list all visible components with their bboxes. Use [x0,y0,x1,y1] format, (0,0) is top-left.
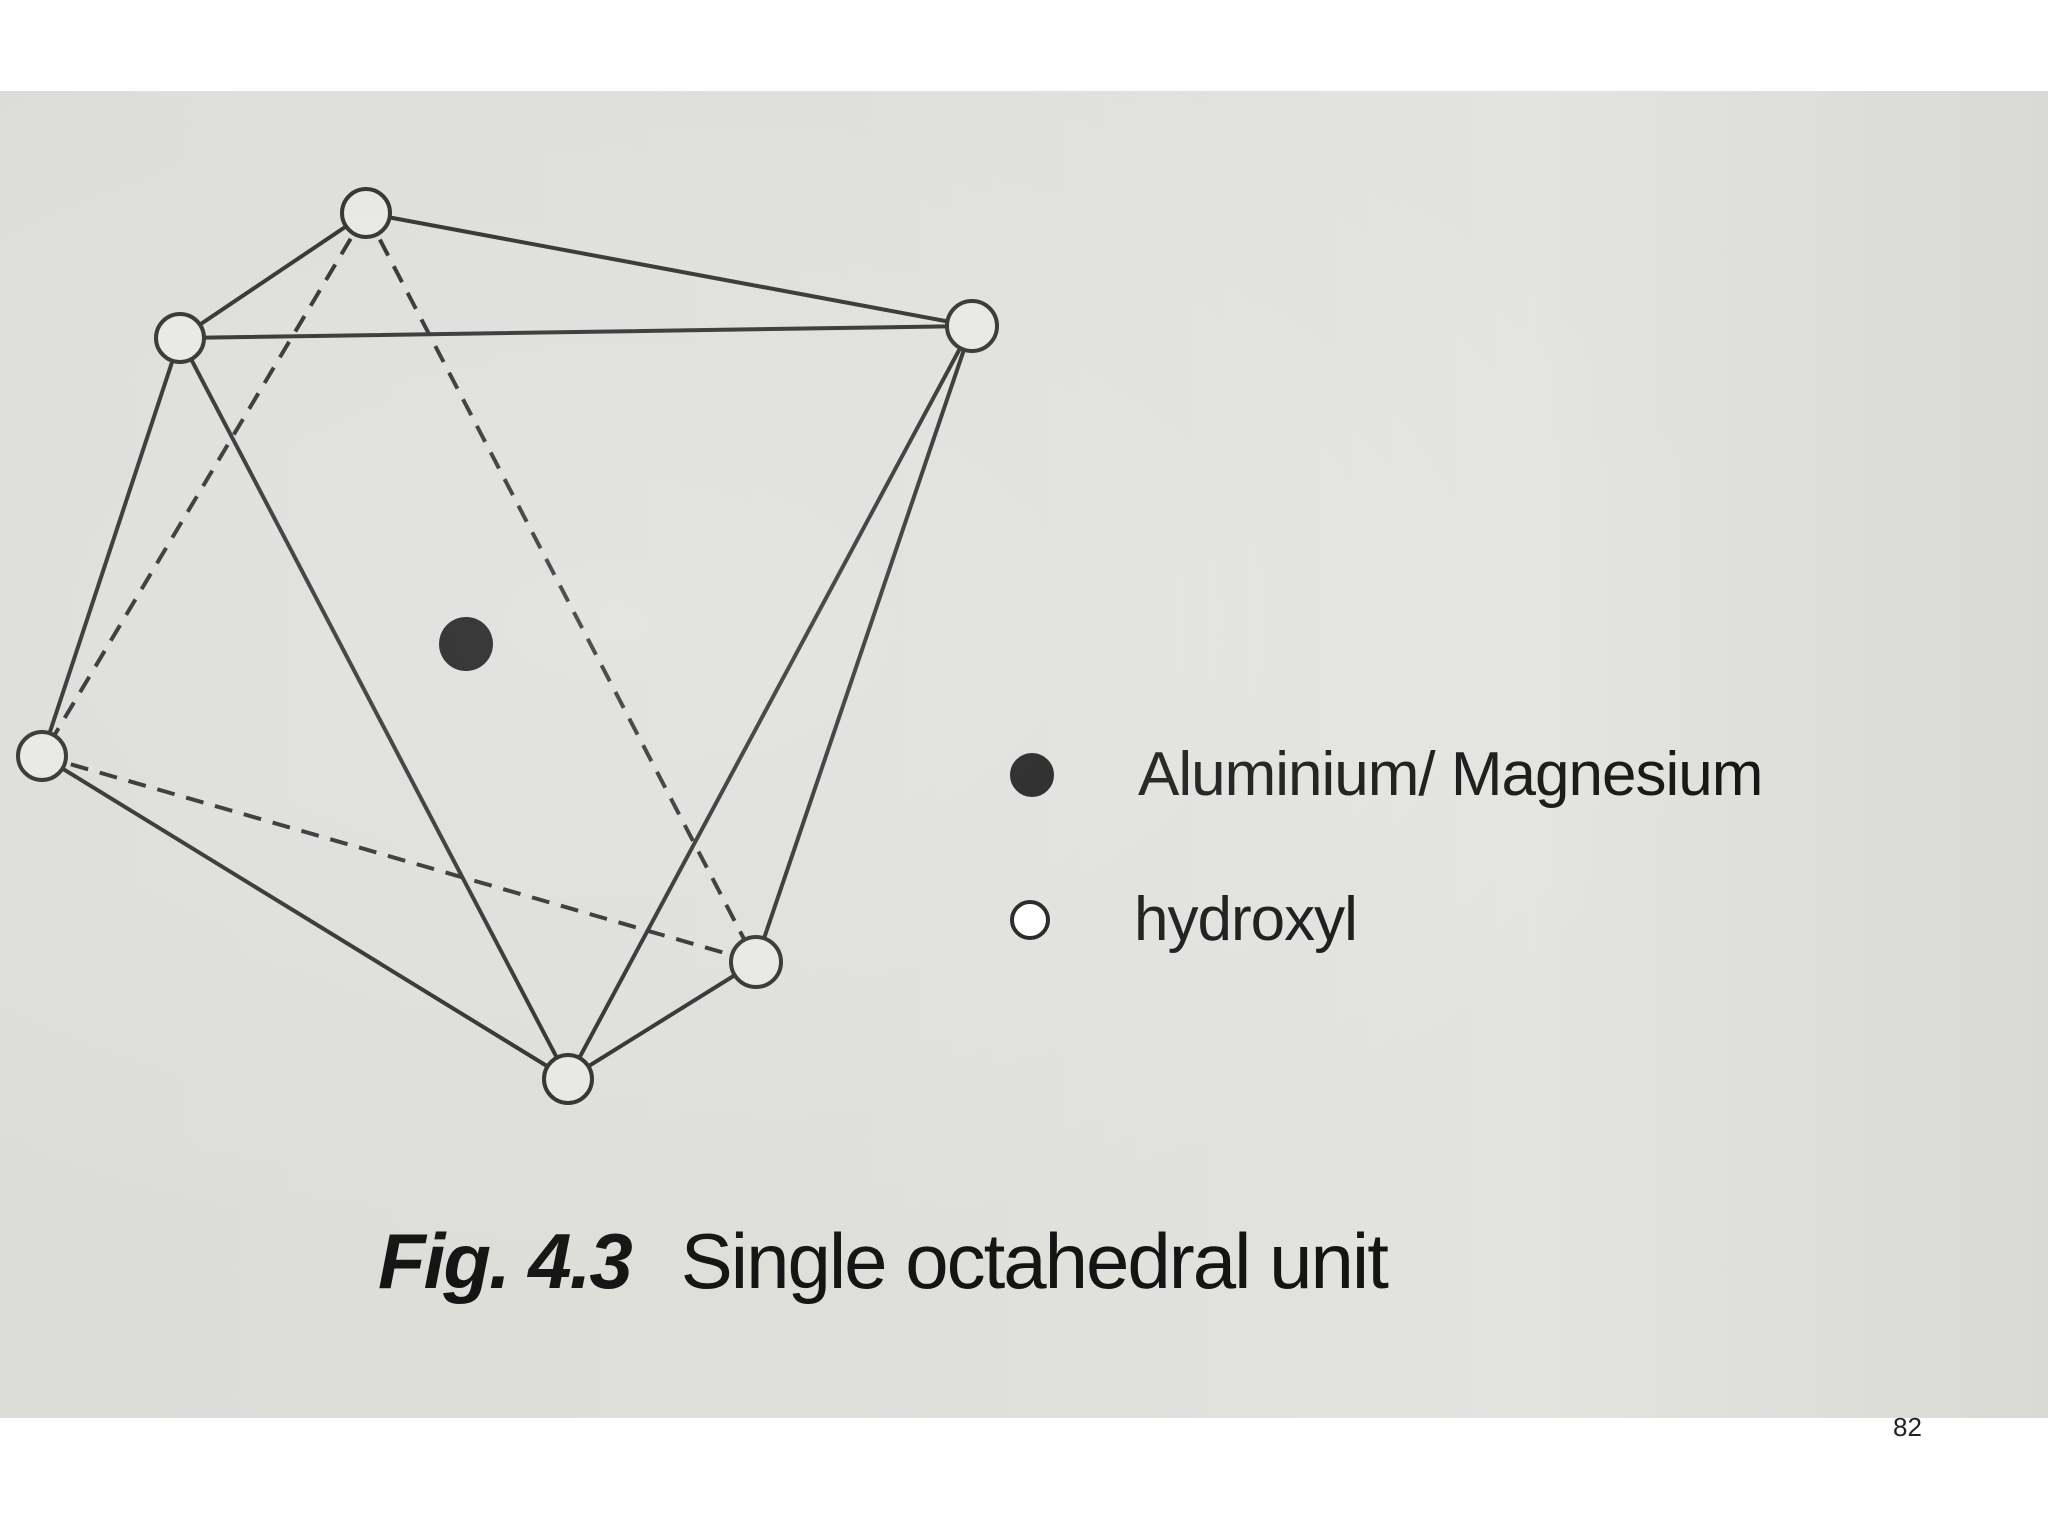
edge-solid [40,754,570,1081]
hydroxyl-atom [16,730,68,782]
hydroxyl-atom [340,187,392,239]
hydroxyl-atom [945,299,999,353]
edge-solid [754,324,974,964]
filled-circle-icon [1010,752,1054,797]
hydroxyl-atom [542,1053,594,1105]
edge-solid [178,336,570,1081]
metal-atom [439,617,493,671]
edge-dashed [40,211,368,758]
edge-dashed [364,212,758,963]
legend-item-hydroxyl: hydroxyl [1010,884,1358,955]
edge-solid [566,324,974,1081]
legend-label: Aluminium/ Magnesium [1138,740,1763,809]
hollow-circle-icon [1010,899,1050,940]
figure-number: Fig. 4.3 [378,1217,633,1305]
edge-solid [178,211,368,340]
legend-label: hydroxyl [1134,885,1358,954]
hydroxyl-atom [729,935,783,989]
edge-solid [40,336,182,758]
legend-item-metal: Aluminium/ Magnesium [1010,739,1763,810]
edge-solid [178,324,974,340]
figure-caption: Fig. 4.3 Single octahedral unit [378,1216,1389,1307]
book-page-photo: Aluminium/ Magnesium hydroxyl Fig. 4.3 Si… [0,91,2048,1418]
figure-title: Single octahedral unit [680,1217,1389,1305]
edge-solid [566,960,758,1081]
edge-dashed [41,754,757,964]
page-number: 82 [1893,1412,1922,1442]
edge-solid [364,211,974,328]
octahedron-diagram [16,187,999,1105]
hydroxyl-atom [154,312,206,364]
